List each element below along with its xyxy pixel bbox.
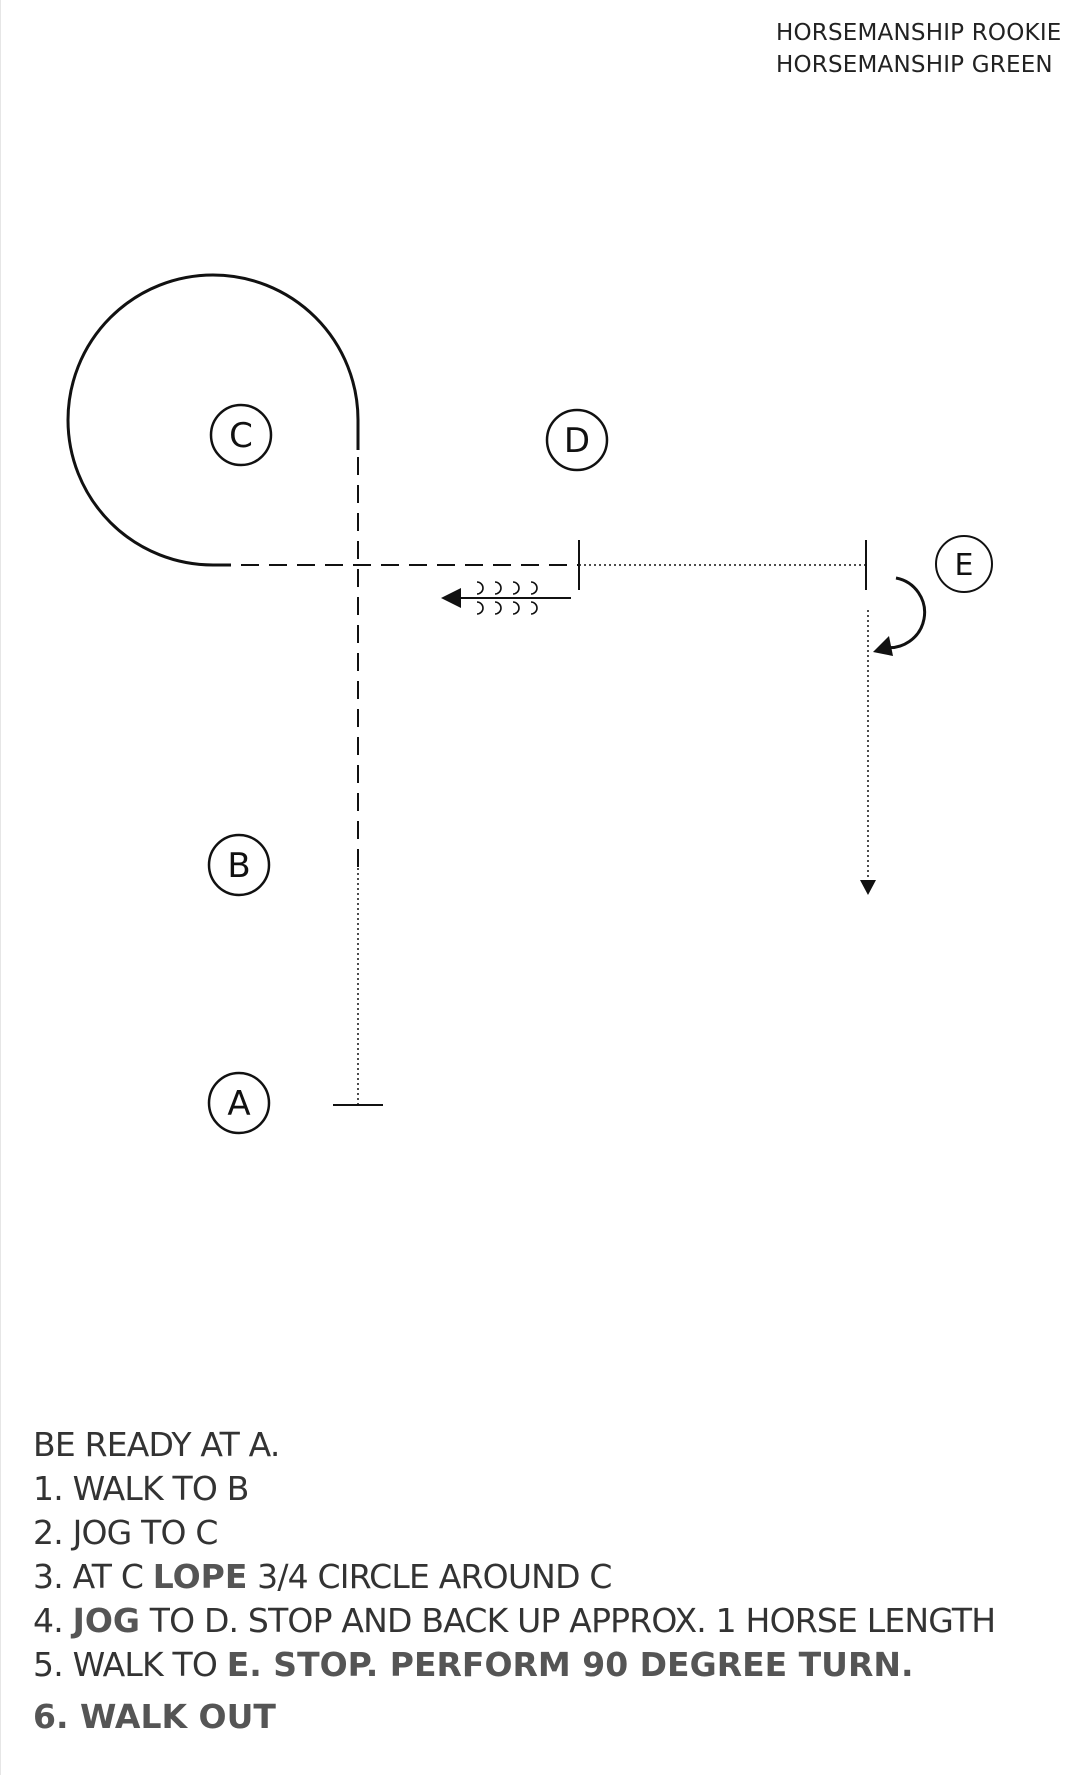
pattern-diagram: C D E B A bbox=[66, 273, 993, 1135]
instruction-step-3: 3. AT C LOPE 3/4 CIRCLE AROUND C bbox=[33, 1557, 612, 1596]
step-4-number: 4. bbox=[33, 1601, 64, 1640]
marker-b: B bbox=[207, 833, 271, 897]
step-3-gait: LOPE bbox=[152, 1557, 248, 1596]
back-up-hoof-marks bbox=[476, 581, 538, 615]
marker-e: E bbox=[935, 535, 993, 593]
instruction-ready: BE READY AT A. bbox=[33, 1425, 280, 1464]
step-4-gait: JOG bbox=[72, 1601, 141, 1640]
instruction-step-2: 2. JOG TO C bbox=[33, 1513, 218, 1552]
marker-e-letter: E bbox=[955, 548, 974, 583]
instruction-step-5: 5. WALK TO E. STOP. PERFORM 90 DEGREE TU… bbox=[33, 1645, 914, 1684]
marker-c-letter: C bbox=[229, 416, 253, 456]
step-5-prefix: 5. WALK TO bbox=[33, 1645, 218, 1684]
marker-d: D bbox=[545, 408, 609, 472]
step-5-rest: E. STOP. PERFORM 90 DEGREE TURN. bbox=[226, 1645, 914, 1684]
instruction-step-4: 4. JOG TO D. STOP AND BACK UP APPROX. 1 … bbox=[33, 1601, 996, 1640]
walk-out-arrowhead bbox=[860, 880, 876, 895]
turn-arrowhead bbox=[873, 636, 893, 656]
marker-a-letter: A bbox=[227, 1084, 250, 1124]
class-title-green: HORSEMANSHIP GREEN bbox=[776, 52, 1053, 78]
marker-b-letter: B bbox=[227, 846, 250, 886]
marker-c: C bbox=[209, 403, 273, 467]
lope-circle-around-c bbox=[66, 273, 360, 567]
instruction-step-6: 6. WALK OUT bbox=[33, 1697, 276, 1736]
marker-a: A bbox=[207, 1071, 271, 1135]
step-4-rest: TO D. STOP AND BACK UP APPROX. 1 HORSE L… bbox=[149, 1601, 996, 1640]
turn-arrow-90 bbox=[882, 576, 927, 650]
marker-d-letter: D bbox=[564, 421, 590, 461]
step-3-rest: 3/4 CIRCLE AROUND C bbox=[257, 1557, 612, 1596]
class-title-rookie: HORSEMANSHIP ROOKIE bbox=[776, 20, 1062, 46]
step-3-prefix: 3. AT C bbox=[33, 1557, 144, 1596]
instruction-step-1: 1. WALK TO B bbox=[33, 1469, 249, 1508]
